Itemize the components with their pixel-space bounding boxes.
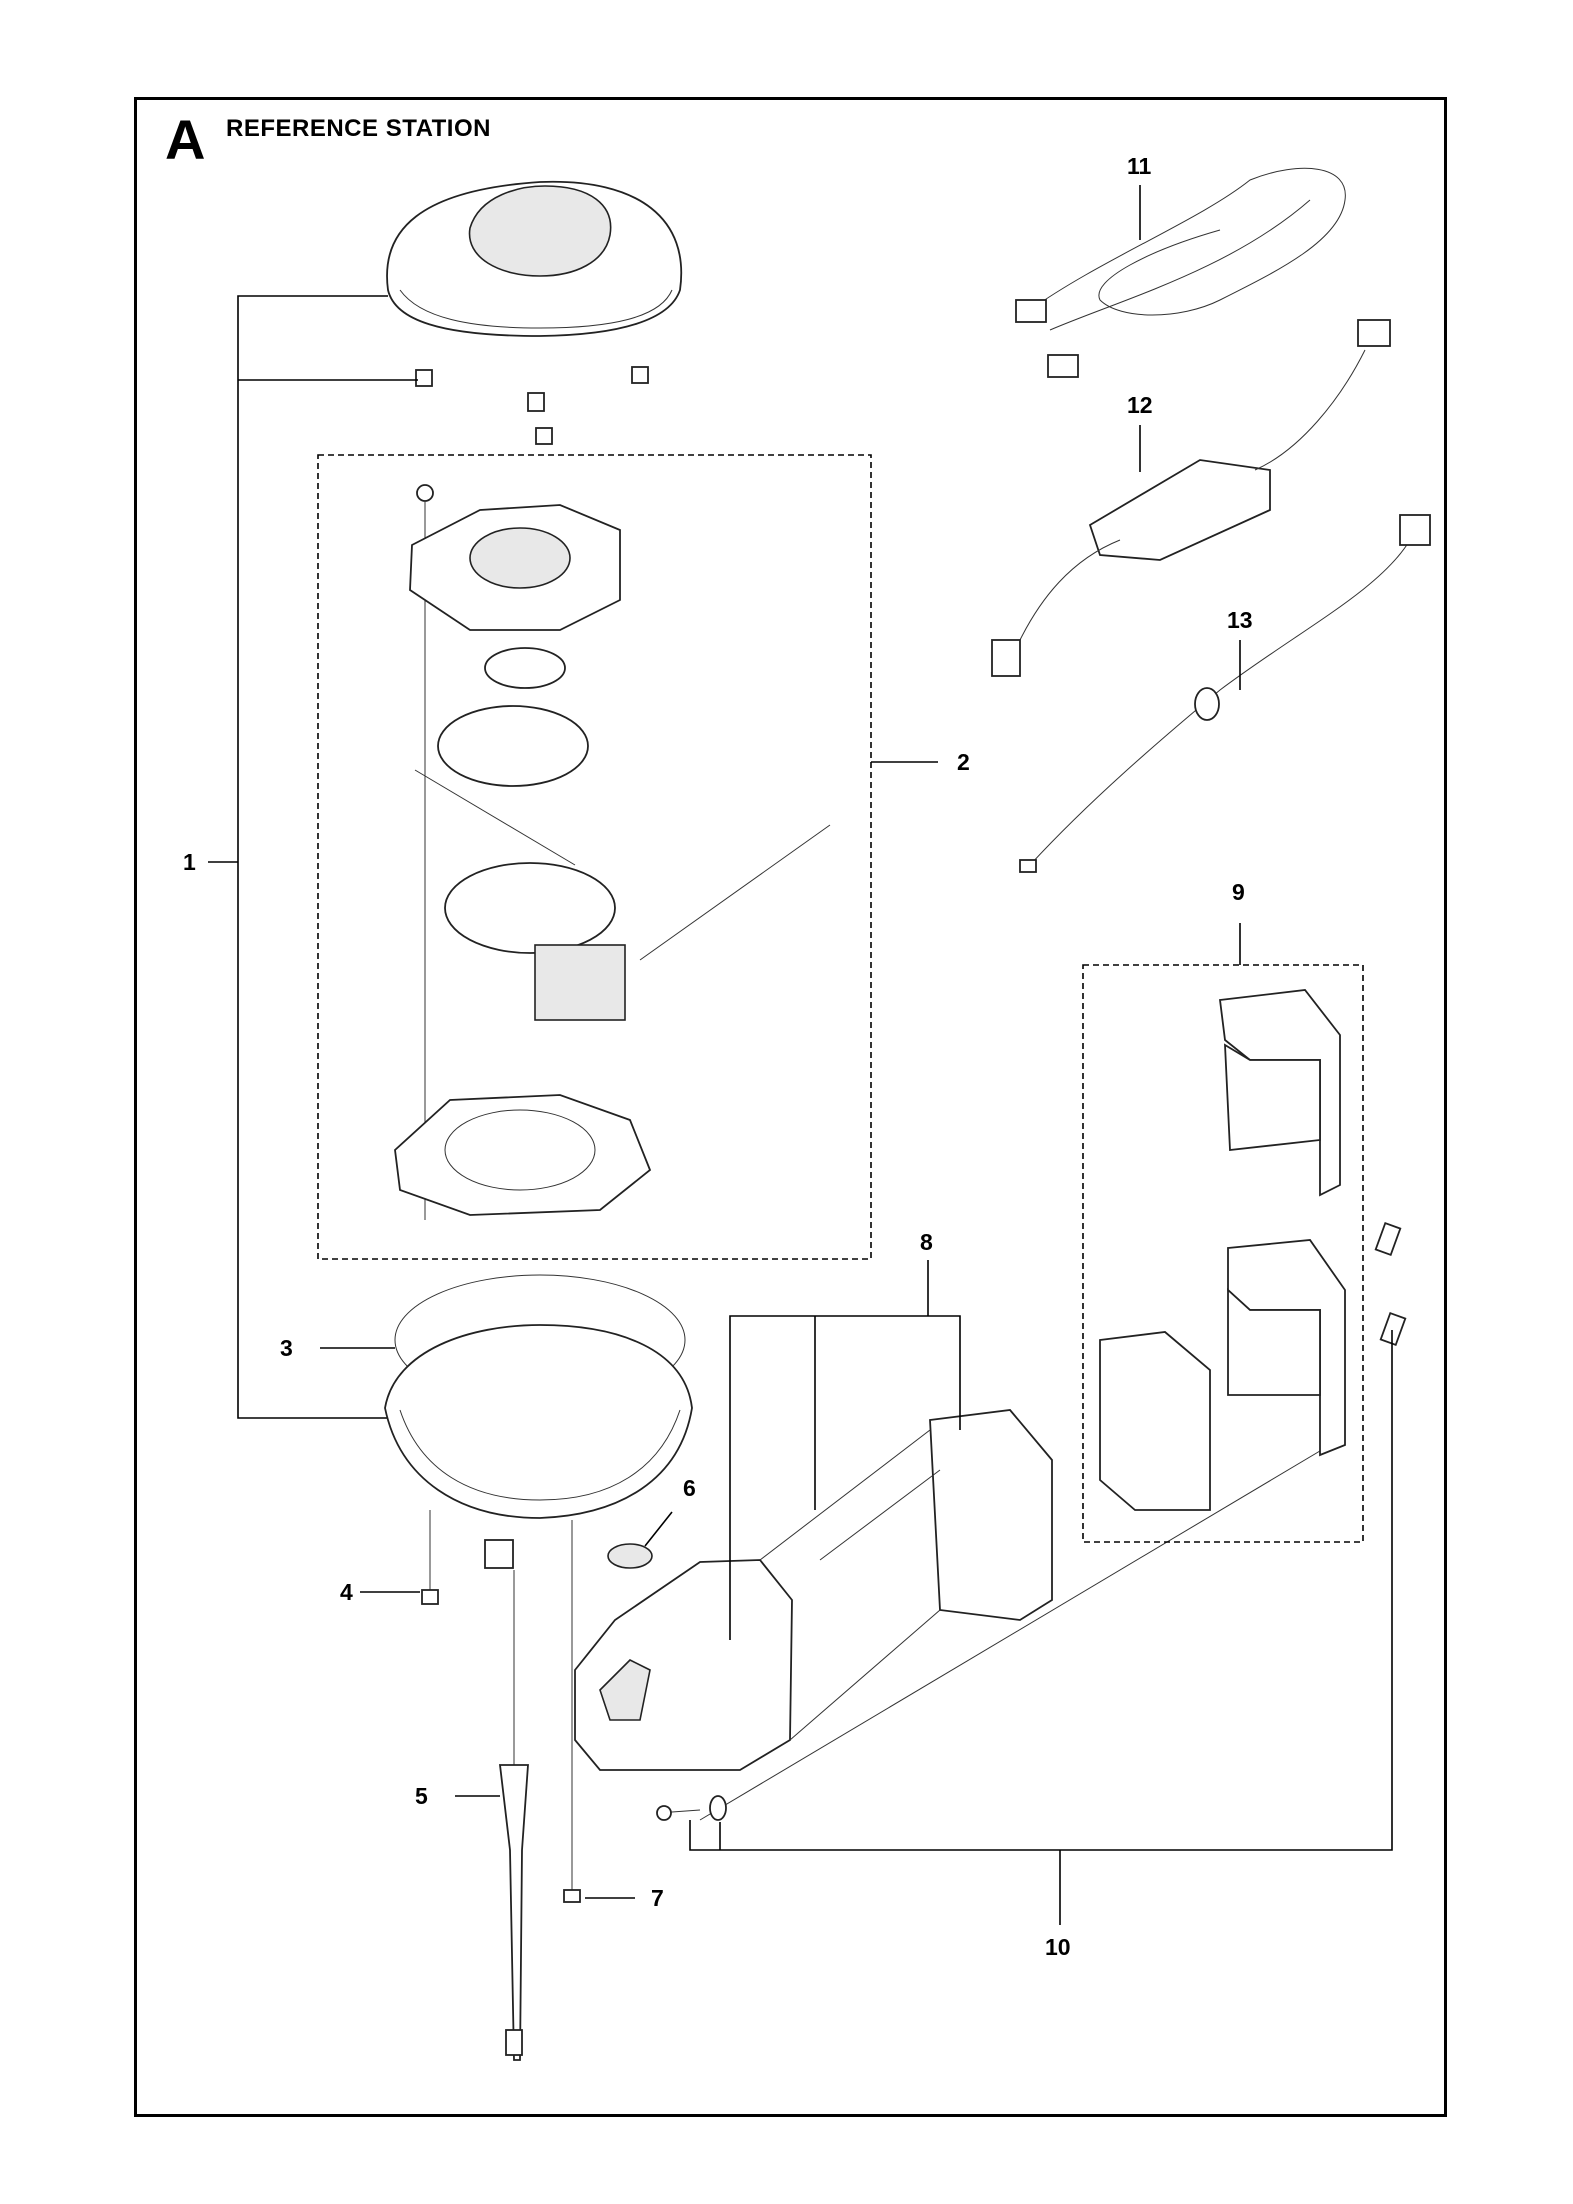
callout-13: 13	[1227, 607, 1253, 633]
callout-2: 2	[957, 749, 970, 775]
label-6-part	[607, 1543, 653, 1569]
callout-8-leader	[729, 1260, 961, 1640]
cable-11-part	[1015, 167, 1346, 378]
screw-4-part	[421, 1510, 439, 1605]
callout-5: 5	[415, 1783, 428, 1809]
antenna-post-part	[484, 1539, 529, 2061]
callout-6: 6	[683, 1475, 696, 1501]
callout-9: 9	[1232, 879, 1245, 905]
cover-screws-part	[415, 366, 649, 445]
section-title: REFERENCE STATION	[226, 115, 491, 142]
callout-1: 1	[183, 849, 196, 875]
screw-7-part	[563, 1520, 581, 1903]
top-cover-part	[386, 180, 683, 337]
wall-bracket-part	[574, 1409, 1331, 1821]
callout-3: 3	[280, 1335, 293, 1361]
callout-11: 11	[1127, 153, 1152, 179]
power-supply-part	[991, 319, 1391, 677]
callout-8: 8	[920, 1229, 933, 1255]
base-housing-part	[384, 1274, 693, 1519]
callout-10-leader	[656, 1330, 1393, 1925]
callout-7: 7	[651, 1885, 664, 1911]
callout-10: 10	[1045, 1934, 1071, 1960]
mounting-plates-part	[1099, 989, 1407, 1511]
page-frame	[134, 97, 1447, 2117]
callout-4: 4	[340, 1579, 353, 1605]
callout-1-leader	[208, 295, 418, 1419]
cable-13-part	[1019, 514, 1431, 873]
callout-12: 12	[1127, 392, 1153, 418]
electronics-assembly-part	[394, 484, 831, 1220]
callout-6-leader	[644, 1511, 673, 1547]
section-letter: A	[165, 108, 206, 171]
assembly-9-box	[1082, 964, 1364, 1543]
assembly-2-box	[317, 454, 872, 1260]
